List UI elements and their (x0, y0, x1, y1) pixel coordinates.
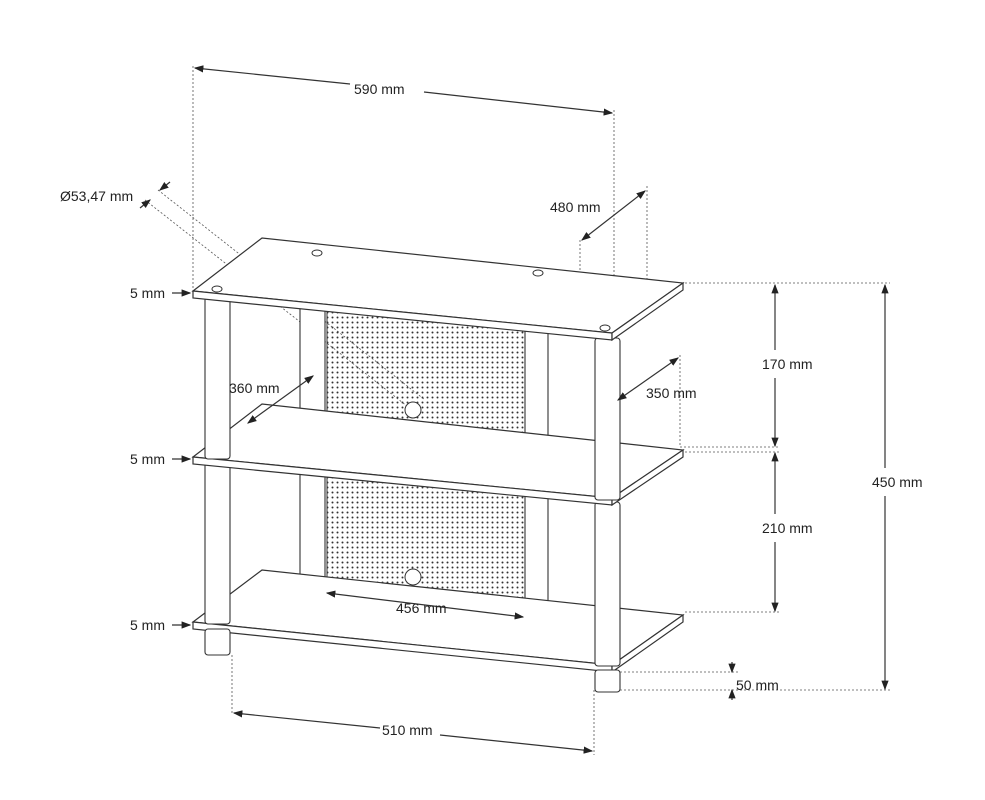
cable-hole-upper (404, 401, 422, 419)
lower-clearance-label: 210 mm (762, 520, 813, 536)
foot-height-label: 50 mm (736, 677, 779, 693)
front-right-foot (594, 669, 621, 693)
bottom-shelf-thickness-label: 5 mm (130, 617, 165, 633)
panel-width-456-label: 456 mm (396, 600, 447, 616)
back-right-leg-upper (524, 321, 549, 453)
mounting-hole (532, 269, 544, 277)
inner-depth-350-label: 350 mm (646, 385, 697, 401)
leg-depth-360-label: 360 mm (229, 380, 280, 396)
top-shelf-thickness-label: 5 mm (130, 285, 165, 301)
front-left-leg-lower (204, 461, 231, 625)
cable-hole-lower (404, 568, 422, 586)
width-590-label: 590 mm (354, 81, 405, 97)
leg-diameter-label: Ø53,47 mm (60, 188, 133, 204)
total-height-label: 450 mm (872, 474, 923, 490)
dimension-lines (139, 65, 889, 754)
middle-shelf (191, 403, 685, 507)
mounting-hole (211, 285, 223, 293)
middle-shelf-thickness-label: 5 mm (130, 451, 165, 467)
depth-480-label: 480 mm (550, 199, 601, 215)
upper-clearance-label: 170 mm (762, 356, 813, 372)
mounting-hole (311, 249, 323, 257)
front-left-foot (204, 628, 231, 656)
top-shelf (191, 237, 685, 342)
front-right-leg-upper (594, 337, 621, 501)
leg-width-510-label: 510 mm (382, 722, 433, 738)
mounting-hole (599, 324, 611, 332)
front-left-leg-upper (204, 296, 231, 460)
front-right-leg-lower (594, 501, 621, 667)
